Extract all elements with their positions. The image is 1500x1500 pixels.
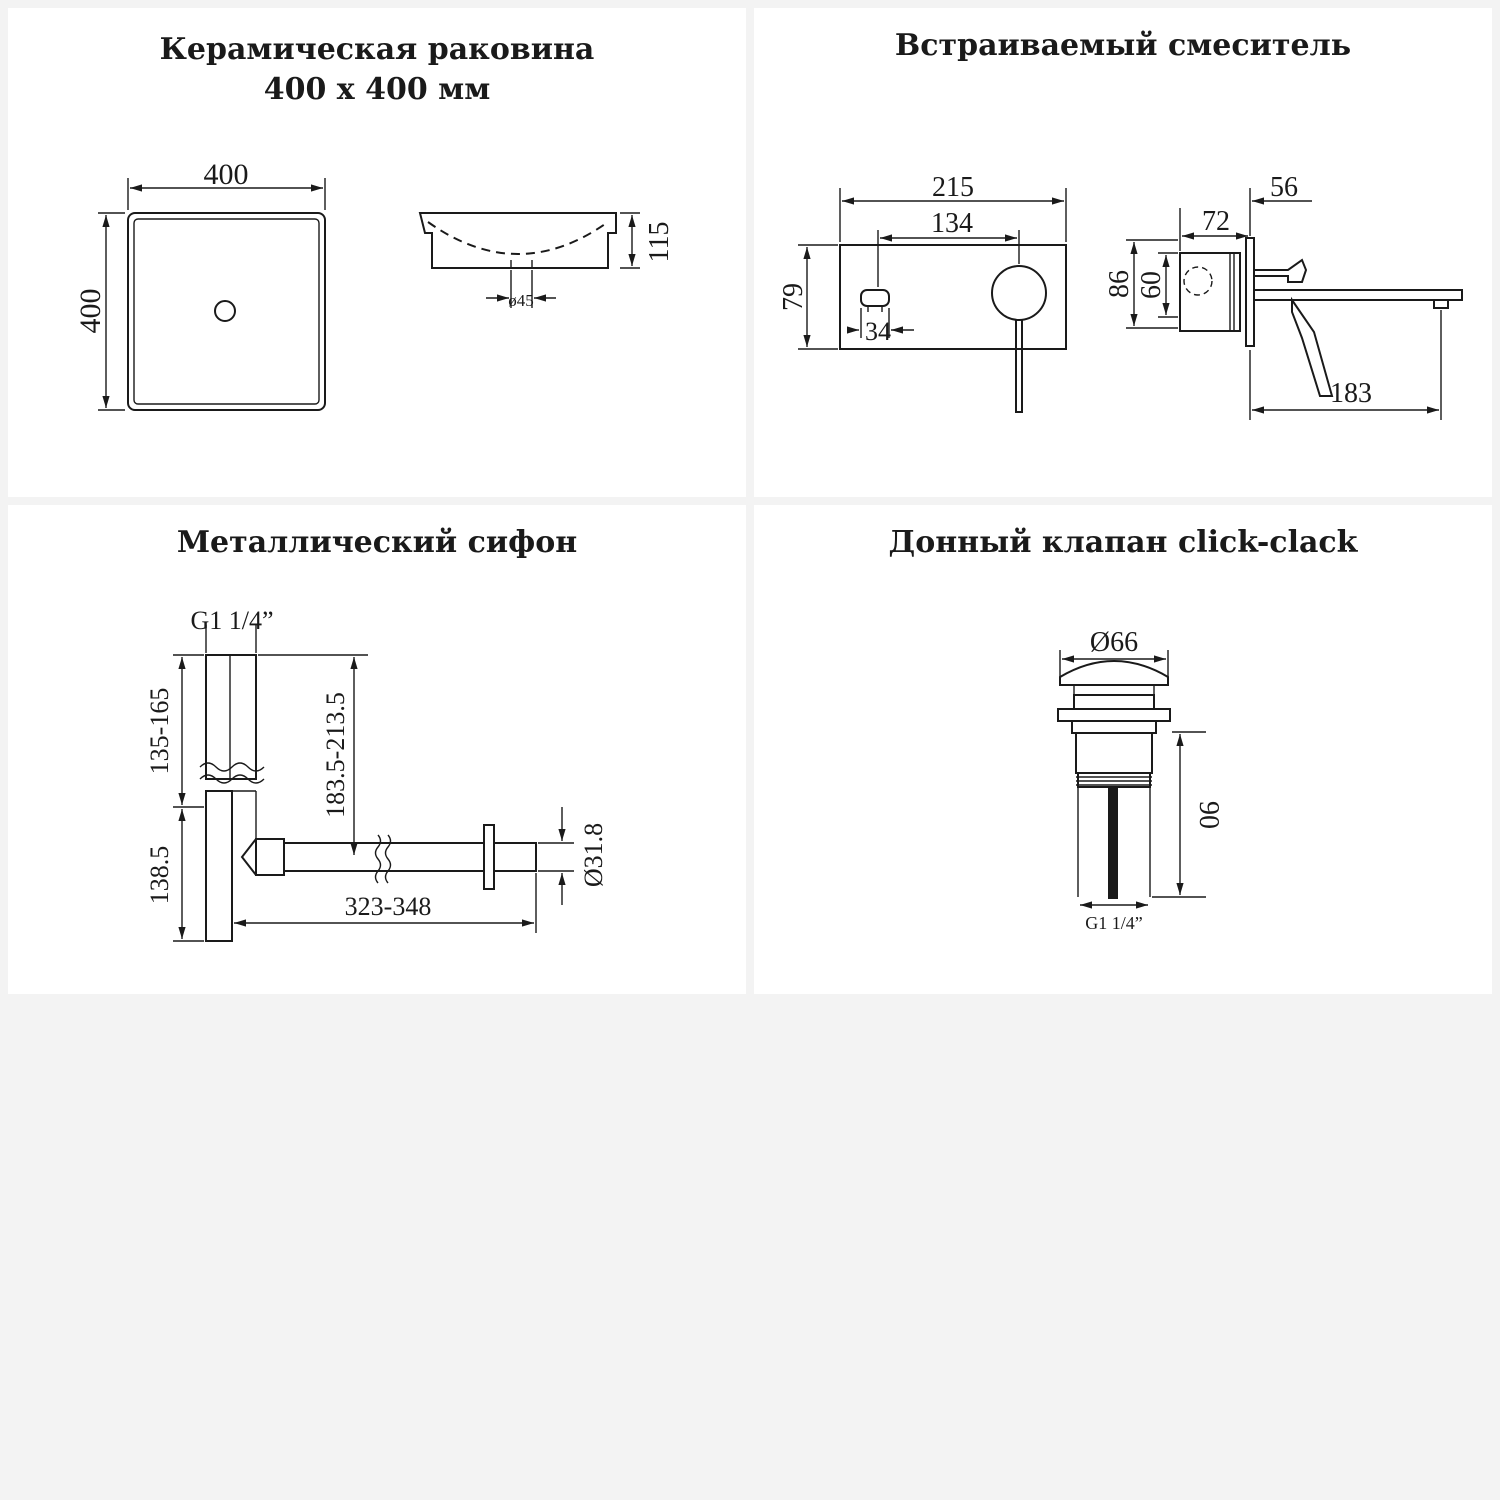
- panel-valve: Донный клапан click-clack Ø66 90: [754, 505, 1492, 994]
- valve-title: Донный клапан click-clack: [888, 525, 1358, 560]
- siphon-lower-label: 138.5: [145, 846, 174, 905]
- siphon-thread-label: G1 1/4”: [190, 606, 273, 635]
- mixer-plate-width-label: 215: [932, 172, 974, 203]
- panel-mixer: Встраиваемый смеситель 215 134 79: [754, 8, 1492, 497]
- mixer-spacing-label: 134: [931, 208, 973, 239]
- siphon-body: [199, 654, 537, 942]
- siphon-drawing: G1 1/4” 135-165 138.5 183.5-213.5 323-34…: [145, 606, 608, 942]
- mixer-drawing: 215 134 79 34: [778, 172, 1463, 420]
- valve-thread-label: G1 1/4”: [1085, 913, 1143, 933]
- valve-body: [1057, 660, 1171, 899]
- mixer-spout-width-label: 34: [865, 317, 891, 346]
- panel-siphon: Металлический сифон G1 1/4”: [8, 505, 746, 994]
- mixer-body-depth-label: 72: [1202, 206, 1230, 237]
- siphon-total-height-label: 183.5-213.5: [321, 692, 350, 818]
- sink-height-label: 115: [644, 222, 675, 263]
- mixer-flange-label: 56: [1270, 172, 1298, 203]
- mixer-rough-inner-label: 60: [1136, 271, 1167, 299]
- sink-title-line2: 400 х 400 мм: [263, 72, 491, 107]
- mixer-plate-height-label: 79: [778, 283, 809, 311]
- sink-depth-label: 400: [74, 289, 107, 334]
- sink-drain-label: ø45: [508, 291, 534, 310]
- valve-height-label: 90: [1193, 801, 1224, 829]
- mixer-rough-depth-label: 86: [1104, 270, 1135, 298]
- valve-dimensions: Ø66 90 G1 1/4”: [1059, 627, 1224, 933]
- siphon-title: Металлический сифон: [176, 525, 578, 560]
- sink-side-view: 115 ø45: [418, 212, 675, 310]
- sink-width-label: 400: [204, 158, 249, 191]
- siphon-dimensions: G1 1/4” 135-165 138.5 183.5-213.5 323-34…: [145, 606, 608, 942]
- sink-title: Керамическая раковина 400 х 400 мм: [8, 30, 746, 110]
- valve-spindle: [1108, 787, 1118, 899]
- valve-drawing: Ø66 90 G1 1/4”: [1057, 627, 1224, 933]
- sink-title-line1: Керамическая раковина: [159, 32, 595, 67]
- sink-drawing: 400 400 115 ø45: [74, 158, 675, 411]
- mixer-front-view: 215 134 79 34: [778, 172, 1067, 413]
- mixer-title: Встраиваемый смеситель: [894, 28, 1352, 63]
- mixer-spout-length-label: 183: [1330, 378, 1372, 409]
- siphon-upper-label: 135-165: [145, 688, 174, 775]
- sink-top-view: 400 400: [74, 158, 326, 411]
- valve-cap-label: Ø66: [1090, 627, 1138, 658]
- siphon-length-label: 323-348: [345, 892, 432, 921]
- mixer-side-view: 56 72 86 60 183: [1104, 172, 1463, 420]
- panel-sink: Керамическая раковина 400 х 400 мм 400 4…: [8, 8, 746, 497]
- siphon-diameter-label: Ø31.8: [579, 823, 608, 887]
